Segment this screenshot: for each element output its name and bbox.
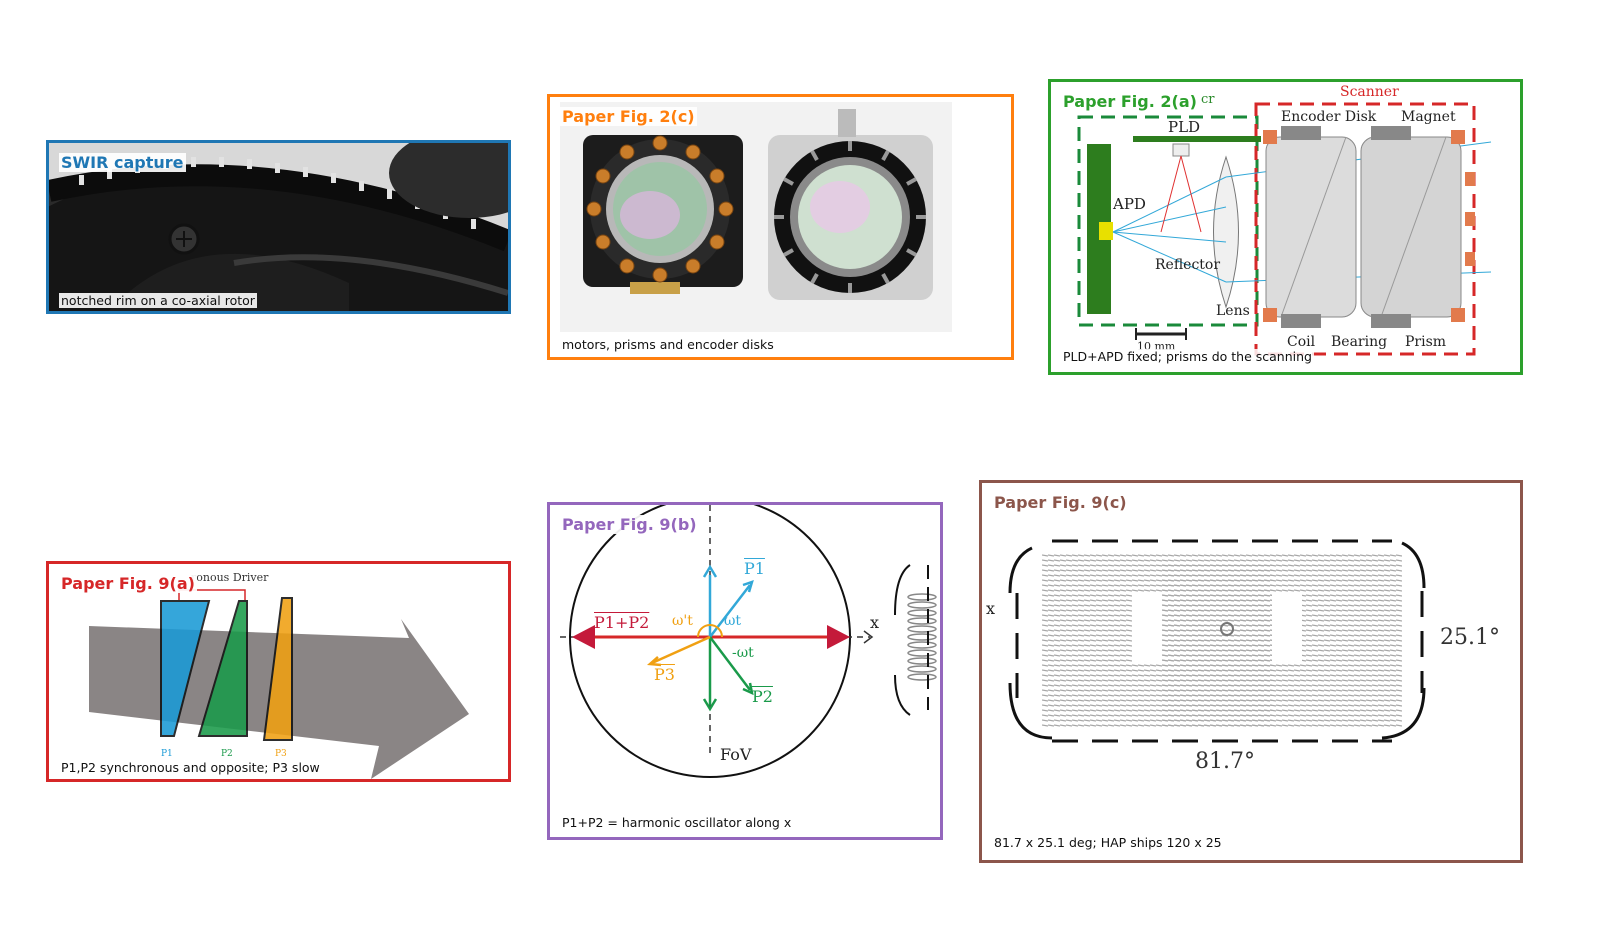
panel-title: Paper Fig. 2(a) bbox=[1061, 92, 1199, 111]
width-label: 81.7° bbox=[1195, 749, 1255, 774]
swir-image bbox=[49, 143, 508, 311]
x-axis-label: x bbox=[986, 599, 996, 618]
fig9a-diagram bbox=[89, 589, 469, 779]
p1-vector-label: P1 bbox=[744, 559, 765, 578]
panel-caption: P1+P2 = harmonic oscillator along x bbox=[560, 815, 794, 830]
fig2c-photo bbox=[560, 102, 952, 332]
coil-label: Coil bbox=[1287, 334, 1316, 350]
pld-label: PLD bbox=[1168, 118, 1201, 136]
p2-vector-label: P2 bbox=[752, 687, 773, 706]
panel-title: Paper Fig. 2(c) bbox=[560, 107, 697, 126]
fig9c-pattern bbox=[1008, 539, 1426, 743]
omega-t-label: ωt bbox=[724, 613, 742, 629]
p1p2-vector-label: P1+P2 bbox=[594, 613, 650, 632]
driver-label: ronous Driver bbox=[191, 571, 269, 584]
panel-caption: P1,P2 synchronous and opposite; P3 slow bbox=[59, 760, 322, 775]
swir-panel: SWIR capture notched rim on a co-axial r… bbox=[46, 140, 511, 314]
bearing-label: Bearing bbox=[1331, 334, 1388, 350]
panel-caption: notched rim on a co-axial rotor bbox=[59, 293, 257, 308]
fov-label: FoV bbox=[720, 745, 752, 764]
apd-label: APD bbox=[1113, 195, 1146, 213]
encoder-disk-label: Encoder Disk bbox=[1281, 109, 1377, 125]
reflector-label: Reflector bbox=[1155, 257, 1221, 273]
prism-label: Prism bbox=[1405, 334, 1447, 350]
panel-title: SWIR capture bbox=[59, 153, 186, 172]
scanner-label: Scanner bbox=[1340, 84, 1399, 100]
fig2a-diagram bbox=[1077, 102, 1492, 356]
fig9a-panel: Paper Fig. 9(a) ronous Driver P1 P2 P3 P… bbox=[46, 561, 511, 782]
x-axis-label: x bbox=[870, 613, 880, 632]
panel-caption: PLD+APD fixed; prisms do the scanning bbox=[1061, 349, 1314, 364]
panel-title: Paper Fig. 9(a) bbox=[59, 574, 197, 593]
fig9b-panel: Paper Fig. 9(b) P1 P1+P2 ωt ω't -ωt P3 P… bbox=[547, 502, 943, 840]
panel-caption: motors, prisms and encoder disks bbox=[560, 337, 776, 352]
fig2a-panel: Paper Fig. 2(a) cr Scanner PLD Encoder D… bbox=[1048, 79, 1523, 375]
fig9c-panel: Paper Fig. 9(c) x 25.1° 81.7° 81.7 x 25.… bbox=[979, 480, 1523, 863]
neg-omega-t-label: -ωt bbox=[732, 645, 754, 661]
fig9b-diagram bbox=[560, 505, 937, 778]
panel-title: Paper Fig. 9(b) bbox=[560, 515, 699, 534]
lens-label: Lens bbox=[1216, 303, 1250, 319]
p2-label: P2 bbox=[221, 749, 233, 759]
p3-vector-label: P3 bbox=[654, 665, 675, 684]
omega-prime-t-label: ω't bbox=[672, 613, 693, 629]
p3-label: P3 bbox=[275, 749, 287, 759]
magnet-label: Magnet bbox=[1401, 109, 1456, 125]
fig2c-panel: Paper Fig. 2(c) motors, prisms and encod… bbox=[547, 94, 1014, 360]
p1-label: P1 bbox=[161, 749, 173, 759]
panel-caption: 81.7 x 25.1 deg; HAP ships 120 x 25 bbox=[992, 835, 1224, 850]
corner-label: cr bbox=[1201, 92, 1215, 107]
height-label: 25.1° bbox=[1440, 625, 1500, 650]
panel-title: Paper Fig. 9(c) bbox=[992, 493, 1129, 512]
